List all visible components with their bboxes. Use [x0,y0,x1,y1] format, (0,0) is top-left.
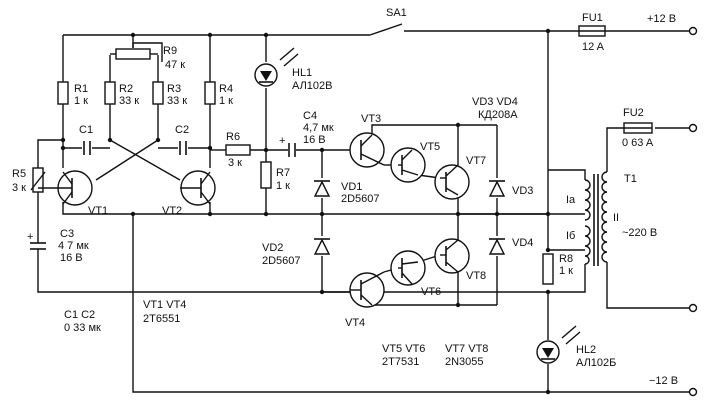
resistor-r4 [204,81,216,105]
label-hl2-type: АЛ102Б [576,357,616,369]
label-fu2-rating: 0 63 A [622,137,654,149]
resistor-r6 [225,144,251,156]
label-r3: R3 [167,83,181,95]
label-vt1vt4: VT1 VT4 [143,299,186,311]
label-r6-value: 3 к [228,157,242,169]
label-hl2: HL2 [576,344,596,356]
label-r7-value: 1 к [276,180,290,192]
label-r9-value: 47 к [165,59,185,71]
label-vt1vt4-type: 2T6551 [143,313,180,325]
terminal-mains-top [688,123,698,133]
resistors [30,42,554,285]
label-vt3: VT3 [361,113,381,125]
label-vd2-type: 2D5607 [262,255,301,267]
diode-vd3 [488,180,506,197]
label-plus12: +12 В [647,13,676,25]
label-c4: C4 [303,110,317,122]
resistor-r8 [542,253,554,285]
label-vd3: VD3 [512,185,533,197]
label-c4-value: 4,7 мк [303,122,334,134]
terminal-plus12 [688,26,698,36]
diodes [313,180,506,255]
component-labels: SA1 FU1 12 A +12 В R9 47 к HL1 АЛ102В R1… [12,7,678,387]
label-hl1: HL1 [292,67,312,79]
label-vt6: VT6 [421,286,441,298]
label-vd34-type: КД208А [478,109,518,121]
terminal-mains-bottom [688,303,698,313]
label-c4-plus: + [279,135,285,147]
label-vt5: VT5 [420,141,440,153]
label-minus12: −12 В [649,375,678,387]
capacitors [30,141,296,260]
fuses [578,25,653,134]
label-c1: C1 [79,124,93,136]
transformer-t1 [584,171,608,266]
label-c1c2-value: 0 33 мк [64,322,101,334]
label-r3-value: 33 к [167,95,187,107]
resistor-r3 [152,81,164,105]
label-vt7: VT7 [466,155,486,167]
diode-vd4 [488,238,506,255]
label-c1c2: C1 C2 [64,309,95,321]
label-sa1: SA1 [386,7,407,19]
label-r1-value: 1 к [74,95,88,107]
label-r6: R6 [226,131,240,143]
resistor-r1 [57,81,69,105]
label-vt8: VT8 [466,270,486,282]
label-vd2: VD2 [262,242,283,254]
resistor-r7 [260,161,272,189]
label-vt56-type: 2T7531 [382,356,419,368]
junction-dots [60,28,551,395]
label-vt56: VT5 VT6 [382,343,425,355]
label-hl1-type: АЛ102В [292,80,333,92]
leds [254,47,581,364]
label-r2: R2 [119,83,133,95]
label-vd1: VD1 [341,181,362,193]
label-vt1: VT1 [88,205,108,217]
label-c2: C2 [175,124,189,136]
resistor-r9 [115,48,151,60]
wires [37,23,690,393]
label-vt2: VT2 [162,205,182,217]
label-r5: R5 [12,168,26,180]
terminals [688,26,698,397]
label-vt78-type: 2N3055 [445,356,484,368]
label-r4-value: 1 к [219,95,233,107]
label-vt78: VT7 VT8 [445,343,488,355]
resistor-r2 [104,81,116,105]
label-fu1-rating: 12 A [582,41,605,53]
label-r9: R9 [163,45,177,57]
label-vd1-type: 2D5607 [341,193,380,205]
label-ii: II [613,212,619,224]
label-c3-voltage: 16 В [60,252,83,264]
label-t1: T1 [624,173,637,185]
terminal-minus12 [688,387,698,397]
label-ia: Iа [566,194,576,206]
label-r4: R4 [219,83,233,95]
label-c3-plus: + [27,231,33,243]
label-r8: R8 [559,253,573,265]
label-c3: C3 [60,228,74,240]
label-vd4: VD4 [512,237,533,249]
label-r1: R1 [74,83,88,95]
label-fu1: FU1 [582,12,603,24]
label-fu2: FU2 [623,107,644,119]
diode-vd1 [313,180,331,197]
diode-vd2 [313,238,331,255]
label-r2-value: 33 к [119,95,139,107]
label-vt4: VT4 [345,317,365,329]
label-r7: R7 [276,167,290,179]
label-mains: ~220 В [622,227,657,239]
transistors [38,132,470,308]
label-c3-value: 4 7 мк [58,240,89,252]
label-r8-value: 1 к [559,265,573,277]
label-c4-voltage: 16 В [303,134,326,146]
label-vd34: VD3 VD4 [472,96,518,108]
label-ib: Iб [566,230,575,242]
label-r5-value: 3 к [12,182,26,194]
